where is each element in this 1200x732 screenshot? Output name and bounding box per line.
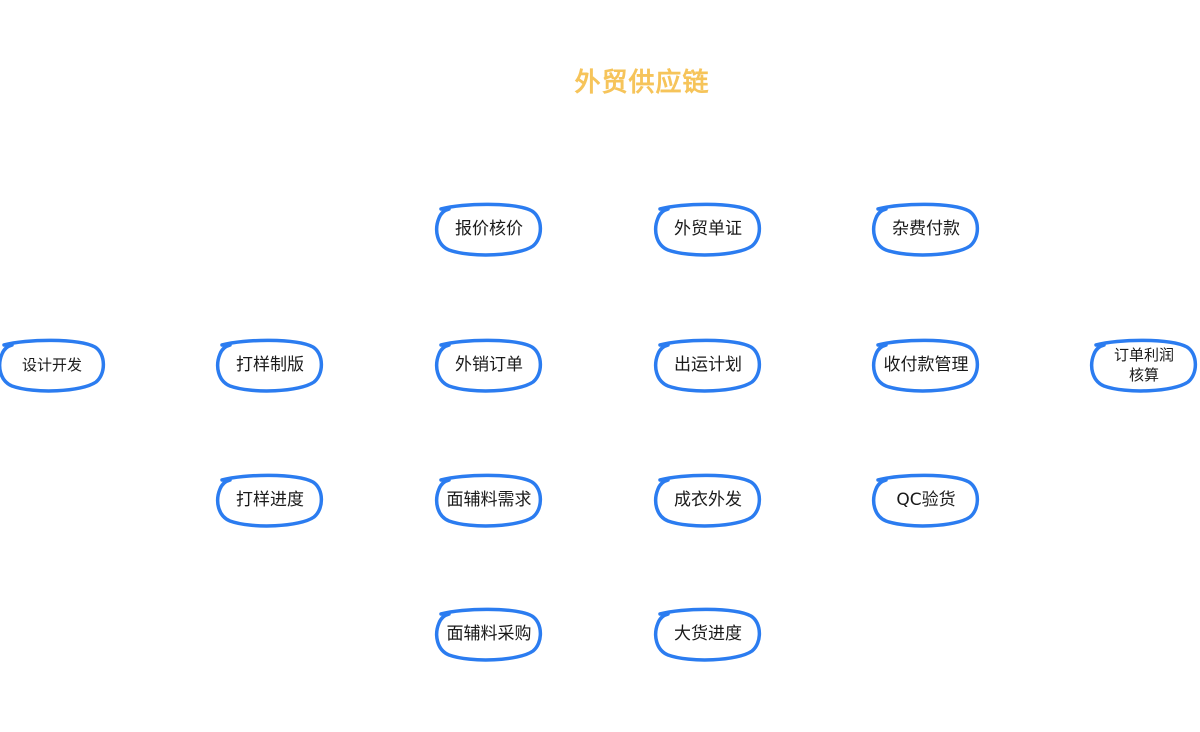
node-outline [872, 202, 980, 257]
node-outline [216, 473, 324, 528]
node-design-dev[interactable]: 设计开发 [0, 336, 108, 394]
node-label: 设计开发 [21, 356, 82, 374]
node-outline [216, 338, 324, 393]
node-material-purchase[interactable]: 面辅料采购 [433, 605, 545, 663]
node-sample-making[interactable]: 打样制版 [214, 336, 326, 394]
node-label: QC验货 [896, 490, 956, 510]
node-label: 杂费付款 [892, 219, 960, 239]
node-material-demand[interactable]: 面辅料需求 [433, 471, 545, 529]
node-outline [0, 338, 106, 393]
node-order-profit[interactable]: 订单利润核算 [1088, 336, 1200, 394]
node-label: 收付款管理 [883, 355, 969, 375]
node-label: 面辅料采购 [446, 624, 532, 644]
node-misc-payment[interactable]: 杂费付款 [870, 200, 982, 258]
node-sample-progress[interactable]: 打样进度 [214, 471, 326, 529]
node-payment-management[interactable]: 收付款管理 [870, 336, 982, 394]
node-outline [872, 338, 980, 393]
node-outline [435, 607, 543, 662]
node-label: 外销订单 [455, 355, 523, 375]
node-outline [654, 338, 762, 393]
node-label: 打样制版 [236, 355, 304, 375]
node-label: 成衣外发 [674, 490, 742, 510]
node-outline [872, 473, 980, 528]
node-quote-pricing[interactable]: 报价核价 [433, 200, 545, 258]
node-label: 报价核价 [455, 219, 523, 239]
node-export-order[interactable]: 外销订单 [433, 336, 545, 394]
node-outline [435, 338, 543, 393]
node-outline [654, 607, 762, 662]
node-outline [435, 473, 543, 528]
node-label: 面辅料需求 [446, 490, 532, 510]
node-bulk-progress[interactable]: 大货进度 [652, 605, 764, 663]
node-label: 打样进度 [236, 490, 304, 510]
node-shipping-plan[interactable]: 出运计划 [652, 336, 764, 394]
node-outline [654, 473, 762, 528]
node-label: 外贸单证 [674, 219, 742, 239]
diagram-title: 外贸供应链 [574, 68, 710, 98]
node-trade-documents[interactable]: 外贸单证 [652, 200, 764, 258]
node-garment-outsourcing[interactable]: 成衣外发 [652, 471, 764, 529]
node-outline [435, 202, 543, 257]
node-qc-inspection[interactable]: QC验货 [870, 471, 982, 529]
node-label: 订单利润核算 [1113, 346, 1174, 384]
node-outline [654, 202, 762, 257]
node-outline [1090, 338, 1198, 393]
node-label: 大货进度 [674, 624, 742, 644]
node-label: 出运计划 [674, 355, 742, 375]
